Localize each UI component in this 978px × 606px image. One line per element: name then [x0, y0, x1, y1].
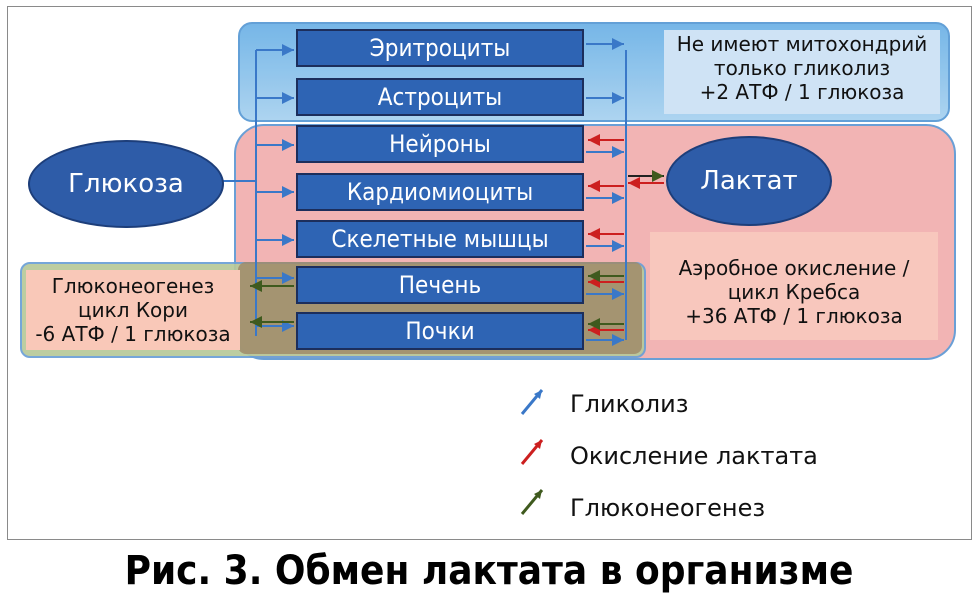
lactate-node: Лактат [666, 136, 832, 226]
note-line: цикл Кори [78, 298, 188, 322]
organ-neurons: Нейроны [296, 125, 584, 163]
organ-kidneys: Почки [296, 312, 584, 350]
lactate-oxidation-arrows [588, 134, 624, 336]
note-glycolysis-only: Не имеют митохондрий только гликолиз +2 … [664, 30, 940, 114]
note-line: Не имеют митохондрий [676, 32, 928, 56]
note-gluconeogenesis: Глюконеогенез цикл Кори -6 АТФ / 1 глюко… [26, 270, 240, 350]
note-line: только гликолиз [713, 56, 891, 80]
organ-label: Нейроны [389, 130, 491, 158]
green-arrow-icon [520, 489, 544, 515]
note-aerobic-oxidation: Аэробное окисление / цикл Кребса +36 АТФ… [650, 232, 938, 340]
glucose-label: Глюкоза [68, 169, 184, 199]
organ-skeletal-muscles: Скелетные мышцы [296, 220, 584, 258]
note-line: +2 АТФ / 1 глюкоза [699, 80, 905, 104]
note-line: -6 АТФ / 1 глюкоза [35, 322, 231, 346]
glycolysis-input-arrows [256, 44, 294, 332]
figure-caption: Рис. 3. Обмен лактата в организме [124, 548, 854, 594]
red-arrow-icon [520, 439, 544, 465]
lactate-label: Лактат [700, 166, 798, 196]
legend-gluconeogenesis: Глюконеогенез [570, 494, 766, 522]
organ-liver: Печень [296, 266, 584, 304]
legend-glycolysis: Гликолиз [570, 390, 689, 418]
glycolysis-output-arrows [586, 38, 624, 346]
blue-arrow-icon [520, 389, 544, 415]
organ-cardiomyocytes: Кардиомиоциты [296, 173, 584, 211]
glucose-node: Глюкоза [28, 140, 224, 228]
organ-label: Кардиомиоциты [346, 178, 534, 206]
note-line: +36 АТФ / 1 глюкоза [685, 304, 903, 328]
gluconeogenesis-input-arrows [588, 270, 624, 330]
organ-label: Эритроциты [369, 34, 511, 62]
organ-label: Печень [398, 271, 482, 299]
note-line: цикл Кребса [727, 280, 861, 304]
organ-erythrocytes: Эритроциты [296, 29, 584, 67]
organ-label: Почки [405, 317, 475, 345]
gluconeogenesis-output-arrows [250, 280, 294, 328]
note-line: Глюконеогенез [51, 274, 215, 298]
organ-label: Астроциты [377, 83, 503, 111]
organ-label: Скелетные мышцы [331, 225, 549, 253]
lactate-exchange-arrows [628, 170, 664, 189]
legend-lactate-oxidation: Окисление лактата [570, 442, 818, 470]
note-line: Аэробное окисление / [678, 256, 910, 280]
organ-astrocytes: Астроциты [296, 78, 584, 116]
